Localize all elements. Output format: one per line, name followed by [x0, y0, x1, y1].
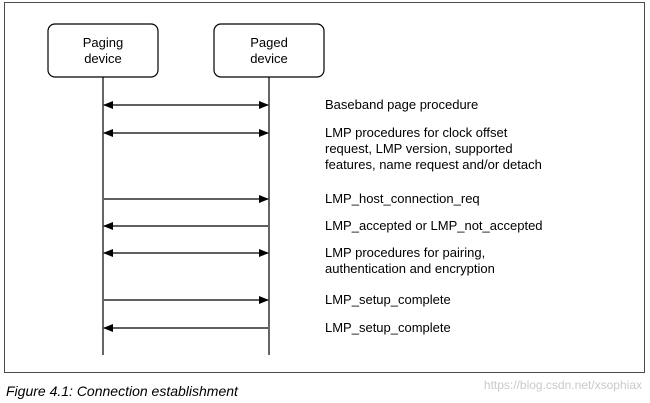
message-label: LMP procedures for clock offset request,…: [325, 125, 542, 172]
figure-frame: [4, 2, 645, 373]
watermark: https://blog.csdn.net/xsophiax: [483, 378, 642, 392]
paged-device-label: Paged device: [250, 35, 288, 66]
figure-caption: Figure 4.1: Connection establishment: [6, 383, 238, 399]
message-label: LMP procedures for pairing, authenticati…: [325, 245, 495, 276]
message-label: LMP_setup_complete: [325, 320, 451, 335]
paging-device-label: Paging device: [82, 35, 124, 66]
message-label: Baseband page procedure: [325, 97, 479, 112]
message-label: LMP_host_connection_req: [325, 191, 480, 206]
message-label: LMP_setup_complete: [325, 292, 451, 307]
message-label: LMP_accepted or LMP_not_accepted: [325, 218, 543, 233]
